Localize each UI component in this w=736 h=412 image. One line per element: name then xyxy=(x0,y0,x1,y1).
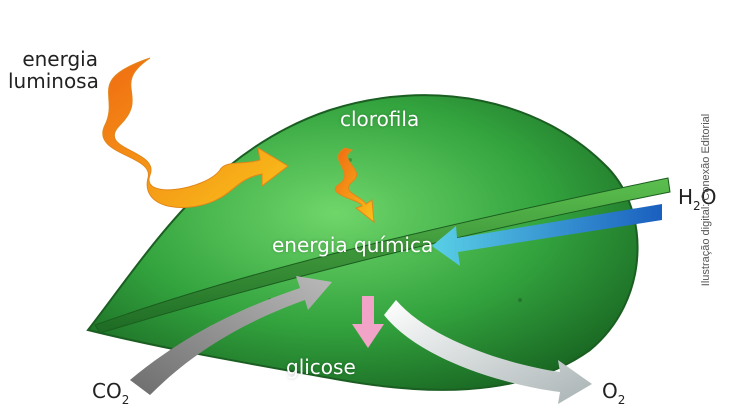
illustration-credit: Ilustração digital: Conexão Editorial xyxy=(700,100,712,300)
label-o2: O2 xyxy=(602,380,625,402)
label-co2: CO2 xyxy=(92,380,129,402)
label-energia-quimica: energia química xyxy=(272,234,433,256)
label-energia-luminosa: energia luminosa xyxy=(8,48,98,92)
label-clorofila: clorofila xyxy=(340,108,419,130)
label-glicose: glicose xyxy=(286,356,356,378)
